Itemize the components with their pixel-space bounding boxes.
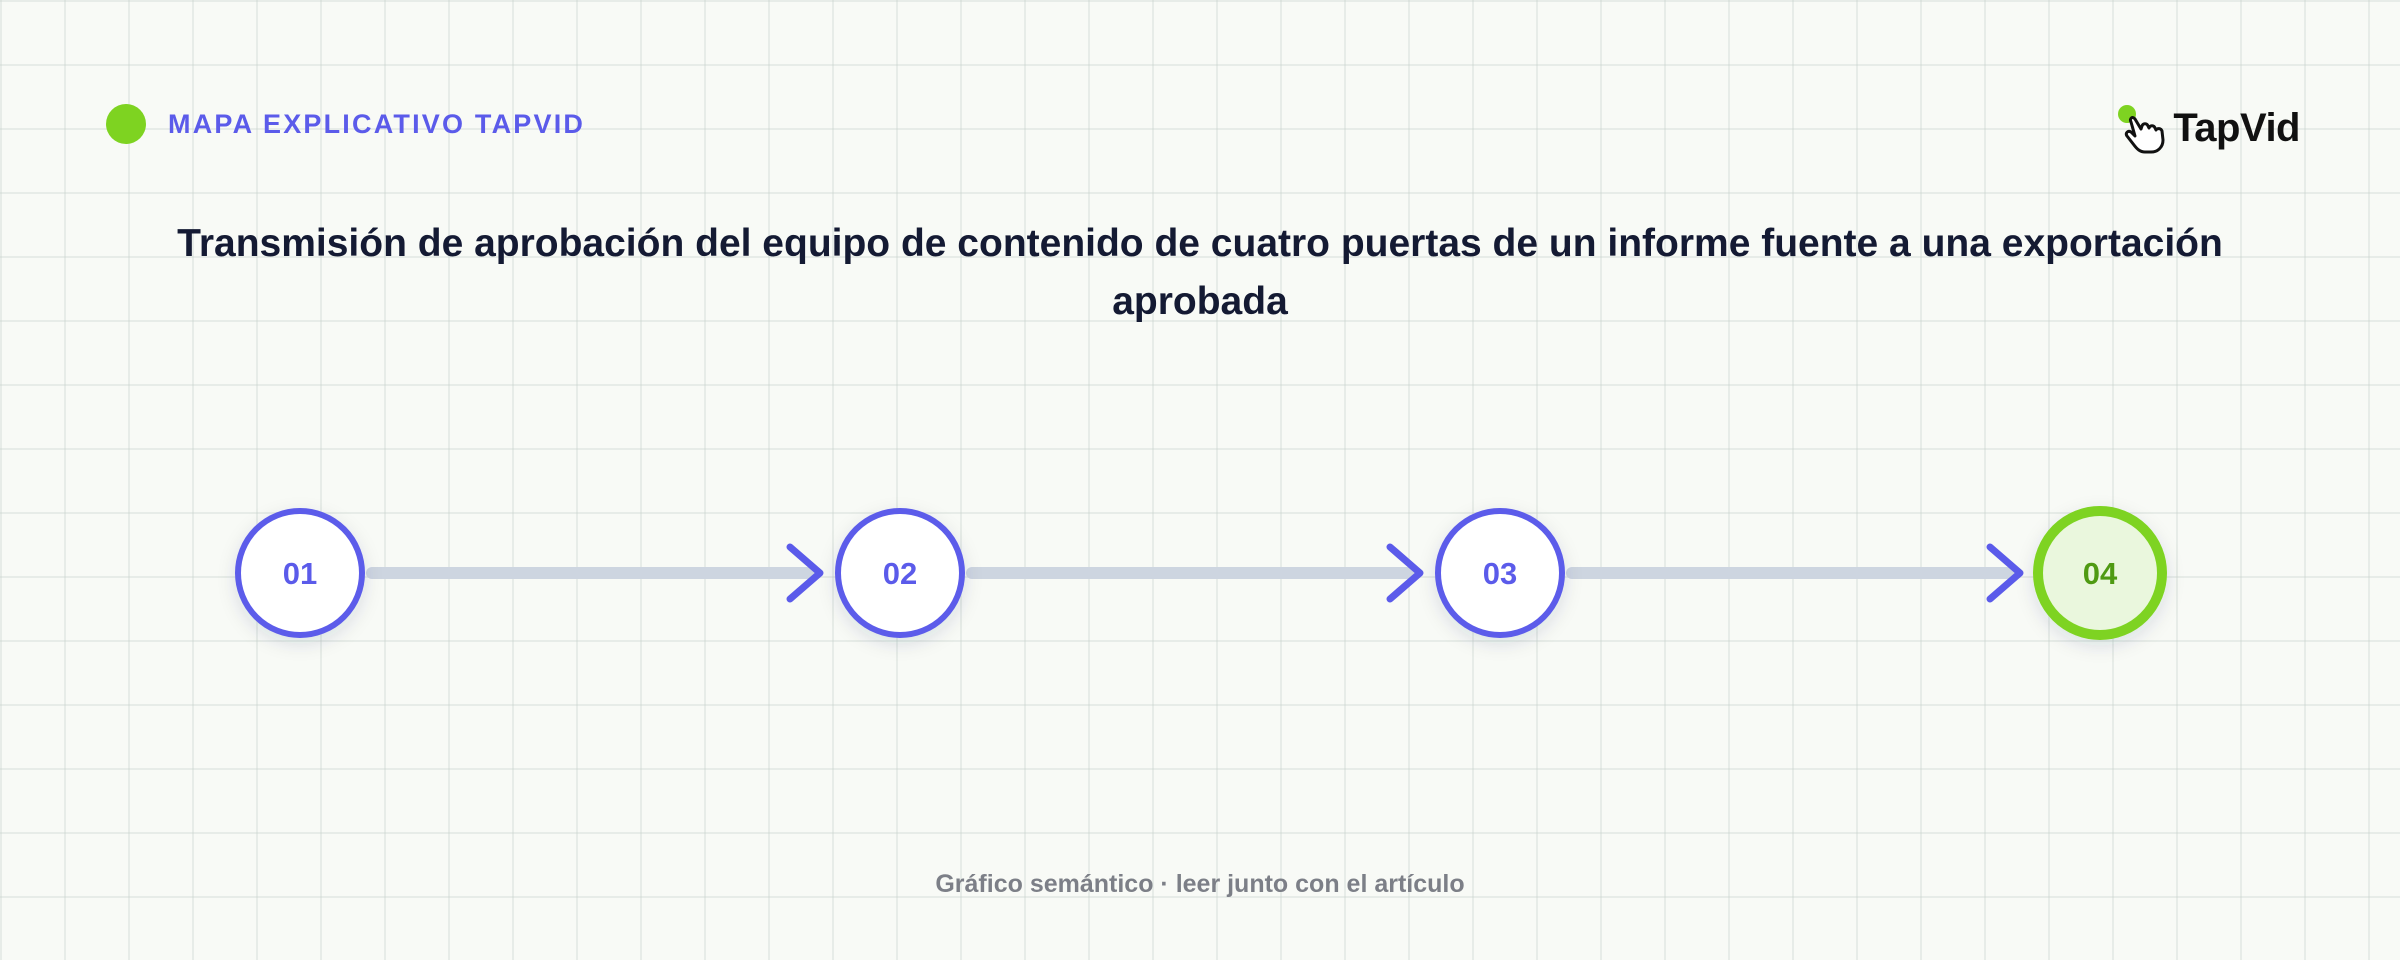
arrow-right-icon [1986,543,2024,603]
step-circle [235,508,365,638]
arrow-right-icon [1386,543,1424,603]
page-title: Transmisión de aprobación del equipo de … [177,222,2223,323]
arrow-right-icon [786,543,824,603]
status-dot-icon [106,104,146,144]
connector-arrow [966,543,1424,603]
step-node-03: 03 [1435,508,1565,638]
map-kicker: MAPA EXPLICATIVO TAPVID [106,104,585,144]
footer-note: Gráfico semántico · leer junto con el ar… [935,870,1465,898]
step-node-02: 02 [835,508,965,638]
pointing-hand-icon [2118,105,2165,154]
connector-arrow [366,543,824,603]
brand-name: TapVid [2173,105,2300,150]
step-label: 02 [883,556,917,591]
step-circle [835,508,965,638]
kicker-label: MAPA EXPLICATIVO TAPVID [168,108,586,139]
step-node-04: 04 [2033,506,2167,640]
connector-arrow [1566,543,2024,603]
brand-logo: TapVid [2113,98,2300,158]
step-node-01: 01 [235,508,365,638]
step-circle [2033,506,2167,640]
step-label: 03 [1483,556,1517,591]
step-circle [1435,508,1565,638]
step-label: 04 [2083,556,2118,591]
step-label: 01 [283,556,317,591]
